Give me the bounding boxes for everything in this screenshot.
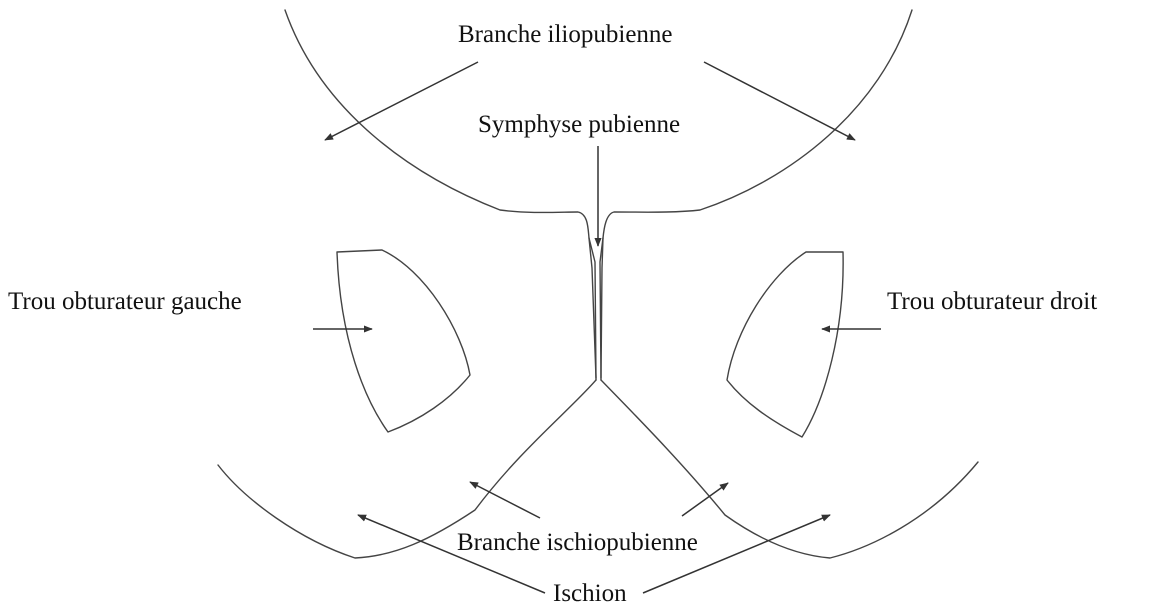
label-iliopubic-branch: Branche iliopubienne bbox=[458, 22, 673, 47]
left-obturator-foramen-outline bbox=[337, 250, 470, 432]
label-ischium: Ischion bbox=[553, 581, 627, 606]
label-right-obturator-foramen: Trou obturateur droit bbox=[887, 289, 1097, 314]
arrow-ischiopubic-left bbox=[470, 482, 540, 518]
arrow-iliopubic-right bbox=[704, 62, 855, 140]
label-left-obturator-foramen: Trou obturateur gauche bbox=[8, 289, 242, 314]
right-iliopubic-outline bbox=[601, 10, 912, 378]
arrow-iliopubic-left bbox=[325, 62, 478, 140]
label-ischiopubic-branch: Branche ischiopubienne bbox=[457, 530, 698, 555]
left-iliopubic-outline bbox=[285, 10, 596, 378]
label-pubic-symphysis: Symphyse pubienne bbox=[478, 112, 680, 137]
right-obturator-foramen-outline bbox=[727, 252, 843, 437]
